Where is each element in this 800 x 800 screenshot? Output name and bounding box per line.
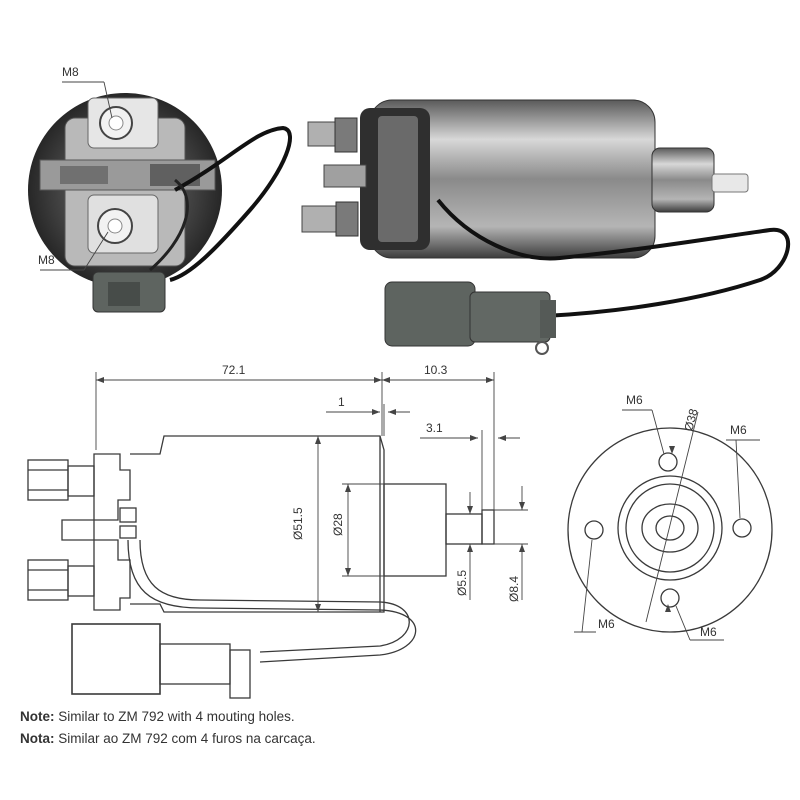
mounting-hole-bottom [660, 588, 680, 608]
photo-end-view: M8 M8 [28, 65, 293, 313]
m6-label-left: M6 [598, 617, 615, 631]
note-english: Note: Similar to ZM 792 with 4 mouting h… [20, 709, 295, 724]
drawing-end-view: Ø38 M6 M6 M6 M6 [567, 393, 773, 641]
stud-mid [323, 164, 367, 188]
mounting-hole-left [584, 520, 604, 540]
end-view-pcd-label: Ø38 [681, 407, 700, 433]
end-view-outer [567, 427, 773, 633]
m8-label-bottom: M8 [38, 253, 55, 267]
dim-tip-diameter: Ø8.4 [507, 576, 521, 602]
note-label-english: Note: [20, 709, 55, 724]
lead-wire-2 [436, 198, 790, 318]
note-label-portuguese: Nota: [20, 731, 55, 746]
note-text-english: Similar to ZM 792 with 4 mouting holes. [58, 709, 295, 724]
m6-label-bottom: M6 [700, 625, 717, 639]
drawing-side-view: 72.1 10.3 1 3.1 Ø51.5 Ø28 [27, 363, 528, 699]
mounting-hole-top [658, 452, 678, 472]
plunger-tip [711, 173, 749, 193]
plunger-boss [651, 147, 715, 213]
lead-wire-1 [169, 125, 293, 282]
drawing-stud-top [27, 459, 69, 501]
mounting-hole-right [732, 518, 752, 538]
dim-tip-length: 3.1 [426, 421, 443, 435]
end-view-boss-outer [617, 475, 723, 581]
dim-body-diameter: Ø51.5 [291, 507, 305, 540]
drawing-shaft [445, 513, 483, 545]
m6-label-top: M6 [626, 393, 643, 407]
drawing-connector [71, 623, 161, 695]
note-text-portuguese: Similar ao ZM 792 com 4 furos na carcaça… [58, 731, 316, 746]
drawing-body [130, 435, 385, 613]
dim-plunger-length: 10.3 [424, 363, 448, 377]
dim-overall-length: 72.1 [222, 363, 246, 377]
m8-label-top: M8 [62, 65, 79, 79]
drawing-tip [481, 509, 495, 545]
photo-side-view [301, 99, 790, 355]
connector-2 [384, 281, 476, 347]
note-portuguese: Nota: Similar ao ZM 792 com 4 furos na c… [20, 731, 316, 746]
dim-shaft-diameter: Ø5.5 [455, 570, 469, 596]
m6-label-right: M6 [730, 423, 747, 437]
end-view-bore [641, 503, 699, 553]
dim-flange-gap: 1 [338, 395, 345, 409]
dim-boss-diameter: Ø28 [331, 513, 345, 536]
drawing-terminal-cap [61, 453, 131, 611]
drawing-boss [383, 483, 447, 577]
drawing-stud-bottom [27, 559, 69, 601]
